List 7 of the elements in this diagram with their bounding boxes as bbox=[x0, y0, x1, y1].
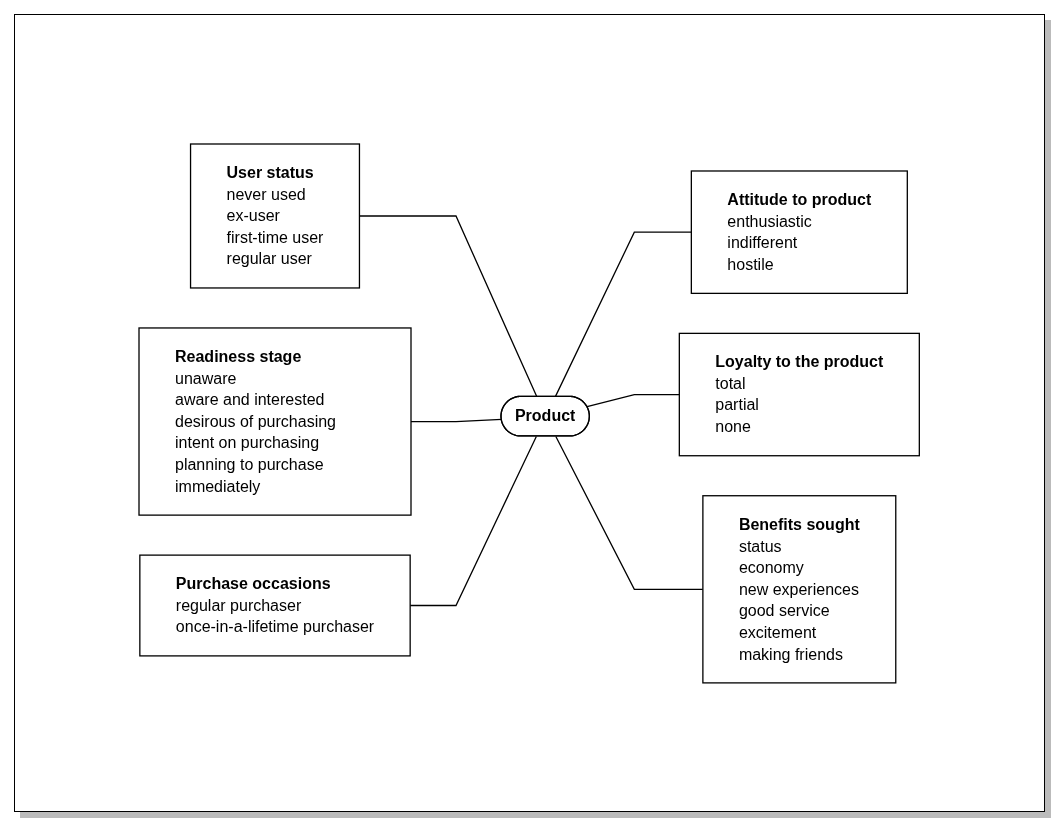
connector bbox=[555, 435, 704, 590]
node-box: Loyalty to the product total partial none bbox=[679, 332, 921, 456]
node-box: Readiness stage unaware aware and interested desirous of purchasing intent on purchasing planning to purchase immediately bbox=[138, 326, 412, 516]
node-box: User status never used ex-user first-time user regular user bbox=[190, 142, 361, 289]
node-box: Purchase occasions regular purchaser once-in-a-lifetime purchaser bbox=[139, 554, 412, 657]
node-box: Attitude to product enthusiastic indifferent hostile bbox=[691, 169, 909, 294]
node-box: Benefits sought status economy new experiences good service excitement making friends bbox=[702, 494, 897, 684]
